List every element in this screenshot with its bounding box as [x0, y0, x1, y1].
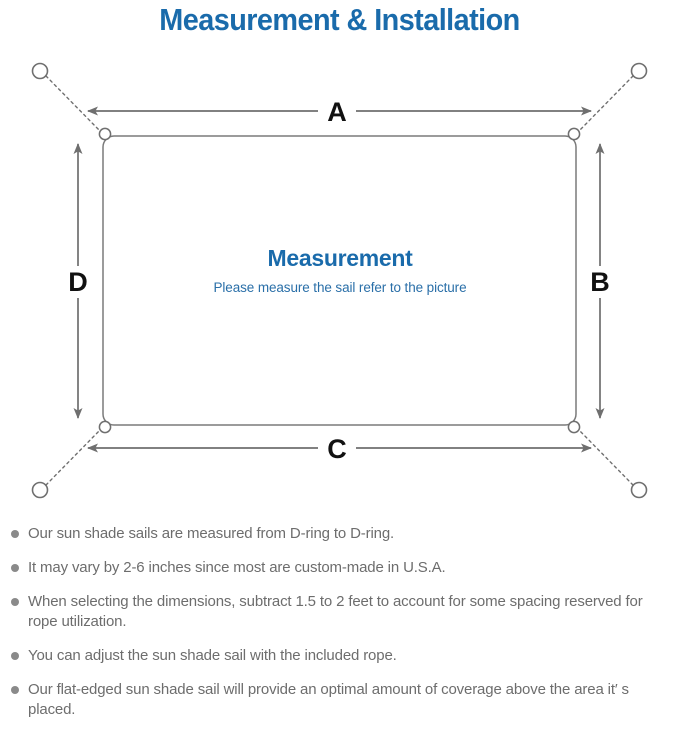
- d-ring-top-left: [98, 127, 112, 141]
- bullet-icon: [11, 652, 19, 660]
- note-text: Our flat-edged sun shade sail will provi…: [28, 681, 629, 718]
- anchor-points: [31, 62, 648, 499]
- dimension-d-label: D: [68, 267, 88, 297]
- bullet-icon: [11, 686, 19, 694]
- dimension-d: D: [68, 143, 88, 419]
- note-text: When selecting the dimensions, subtract …: [28, 593, 643, 630]
- notes-list: Our sun shade sails are measured from D-…: [0, 524, 679, 734]
- rope-lines: [45, 75, 634, 486]
- bullet-icon: [11, 598, 19, 606]
- anchor-point-top-left: [31, 62, 49, 80]
- note-text: You can adjust the sun shade sail with t…: [28, 647, 397, 664]
- dimension-c: C: [87, 434, 592, 464]
- rope-line-bottom-right: [577, 428, 634, 486]
- measurement-diagram: A C D B Measurement Please measure the s…: [0, 44, 679, 514]
- sail-title-label: Measurement: [268, 245, 414, 271]
- dimension-a-label: A: [327, 97, 347, 127]
- rope-line-top-right: [577, 75, 634, 133]
- dimension-a: A: [87, 97, 592, 127]
- list-item: Our flat-edged sun shade sail will provi…: [0, 680, 679, 720]
- sail-subtitle-label: Please measure the sail refer to the pic…: [214, 280, 467, 295]
- d-ring-bottom-left: [98, 420, 112, 434]
- anchor-point-bottom-left: [31, 481, 49, 499]
- anchor-point-bottom-right: [630, 481, 648, 499]
- anchor-point-top-right: [630, 62, 648, 80]
- sail-body: [102, 135, 577, 426]
- list-item: When selecting the dimensions, subtract …: [0, 592, 679, 632]
- note-text: Our sun shade sails are measured from D-…: [28, 525, 395, 542]
- dimension-b: B: [590, 143, 610, 419]
- d-ring-bottom-right: [567, 420, 581, 434]
- page-title: Measurement & Installation: [159, 2, 520, 37]
- rope-line-top-left: [45, 75, 102, 133]
- dimension-c-label: C: [327, 434, 347, 464]
- list-item: It may vary by 2-6 inches since most are…: [0, 558, 679, 578]
- bullet-icon: [11, 564, 19, 572]
- d-ring-top-right: [567, 127, 581, 141]
- rope-line-bottom-left: [45, 428, 102, 486]
- d-rings: [98, 127, 581, 434]
- list-item: Our sun shade sails are measured from D-…: [0, 524, 679, 544]
- list-item: You can adjust the sun shade sail with t…: [0, 646, 679, 666]
- bullet-icon: [11, 530, 19, 538]
- dimension-b-label: B: [590, 267, 610, 297]
- note-text: It may vary by 2-6 inches since most are…: [28, 559, 446, 576]
